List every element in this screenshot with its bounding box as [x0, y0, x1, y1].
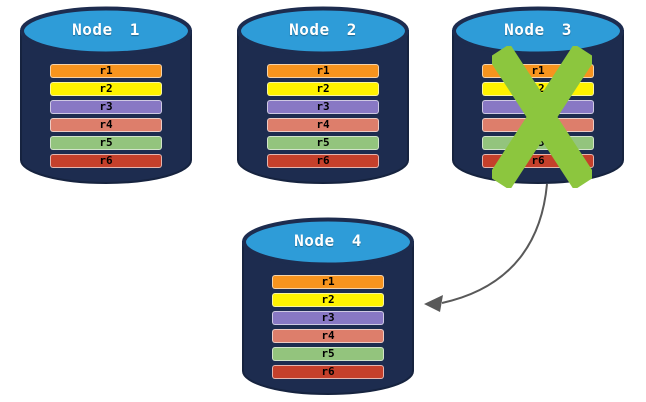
cylinder-top-ellipse	[20, 6, 192, 56]
replica-row-label: r3	[316, 100, 330, 113]
replica-rows: r1 r2 r3 r4 r5 r6	[272, 275, 384, 379]
node-2: Node 2 r1 r2 r3 r4 r5 r6	[235, 5, 411, 185]
node-title: Node 3	[504, 20, 572, 39]
replica-row: r1	[267, 64, 379, 78]
node-title: Node 1	[72, 20, 140, 39]
node-4: Node 4 r1 r2 r3 r4 r5 r6	[240, 216, 416, 396]
replica-row-label: r5	[316, 136, 330, 149]
replica-row-label: r4	[321, 329, 335, 342]
replica-row-label: r2	[99, 82, 113, 95]
replica-row: r5	[272, 347, 384, 361]
replica-row: r5	[50, 136, 162, 150]
replica-rows: r1 r2 r3 r4 r5 r6	[50, 64, 162, 168]
x-stroke	[492, 46, 592, 188]
arrow-head-icon	[424, 295, 443, 312]
replica-row: r4	[267, 118, 379, 132]
replica-row: r2	[50, 82, 162, 96]
replica-row-label: r5	[321, 347, 335, 360]
replica-row-label: r2	[321, 293, 335, 306]
replica-row: r6	[50, 154, 162, 168]
cylinder-top-ellipse	[237, 6, 409, 56]
replica-rows: r1 r2 r3 r4 r5 r6	[267, 64, 379, 168]
replica-row-label: r1	[99, 64, 113, 77]
node-3: Node 3 r1 r2 r3 r4 r5 r6	[450, 5, 626, 188]
replica-row-label: r5	[99, 136, 113, 149]
replica-row-label: r1	[316, 64, 330, 77]
replica-row: r3	[267, 100, 379, 114]
replica-row-label: r4	[99, 118, 113, 131]
replica-row: r1	[272, 275, 384, 289]
replica-row-label: r3	[99, 100, 113, 113]
replica-row-label: r6	[99, 154, 113, 167]
replica-row-label: r6	[321, 365, 335, 378]
replica-row: r2	[267, 82, 379, 96]
replica-row-label: r1	[321, 275, 335, 288]
cylinder-top-ellipse	[452, 6, 624, 56]
replica-row: r3	[50, 100, 162, 114]
replica-row: r5	[267, 136, 379, 150]
replica-row: r1	[50, 64, 162, 78]
replica-row-label: r6	[531, 154, 545, 167]
node-title: Node 2	[289, 20, 357, 39]
node-title: Node 4	[294, 231, 362, 250]
replica-row: r4	[50, 118, 162, 132]
replica-row-label: r2	[316, 82, 330, 95]
replica-row: r6	[272, 365, 384, 379]
replica-row-label: r3	[321, 311, 335, 324]
replica-row-label: r4	[316, 118, 330, 131]
replica-row: r3	[272, 311, 384, 325]
replica-row: r2	[272, 293, 384, 307]
replica-row: r4	[272, 329, 384, 343]
replica-row-label: r6	[316, 154, 330, 167]
arrow-curve	[441, 183, 548, 304]
replica-row-label: r1	[531, 64, 545, 77]
failure-x-icon	[492, 46, 592, 188]
cylinder-top-ellipse	[242, 217, 414, 267]
replica-row: r6	[267, 154, 379, 168]
node-1: Node 1 r1 r2 r3 r4 r5 r6	[18, 5, 194, 185]
